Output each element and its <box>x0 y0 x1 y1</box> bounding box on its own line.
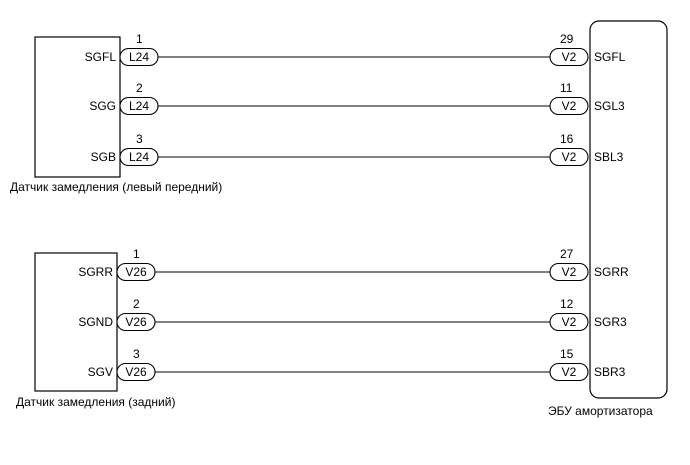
ecu-connector-label: V2 <box>562 315 577 329</box>
sensor-pin-number: 1 <box>136 32 143 46</box>
sensor-pin-number: 3 <box>133 347 140 361</box>
sensor-pin-number: 2 <box>133 297 140 311</box>
ecu-connector <box>549 147 589 167</box>
ecu-pin-name: SGRR <box>594 265 629 279</box>
sensor-pin-number: 1 <box>133 247 140 261</box>
sensor-connector-label: L24 <box>129 99 149 113</box>
sensor-connector-label: L24 <box>129 150 149 164</box>
ecu-pin-number: 11 <box>560 81 573 95</box>
front-sensor-caption: Датчик замедления (левый передний) <box>10 180 222 194</box>
ecu-connector <box>549 362 589 382</box>
ecu-connector <box>549 262 589 282</box>
ecu-caption: ЭБУ амортизатора <box>548 404 653 418</box>
ecu-pin-number: 15 <box>560 347 574 361</box>
ecu-pin-name: SGL3 <box>594 99 625 113</box>
ecu-connector-label: V2 <box>562 50 577 64</box>
sensor-pin-name: SGFL <box>85 50 117 64</box>
ecu-pin-name: SGFL <box>594 50 626 64</box>
sensor-pin-name: SGB <box>91 150 116 164</box>
sensor-connector-label: V26 <box>125 265 147 279</box>
ecu-connector-label: V2 <box>562 265 577 279</box>
ecu-box <box>589 20 668 399</box>
ecu-pin-name: SGR3 <box>594 315 627 329</box>
sensor-pin-number: 2 <box>136 81 143 95</box>
ecu-connector <box>549 96 589 116</box>
ecu-connector <box>549 312 589 332</box>
ecu-pin-number: 16 <box>560 132 574 146</box>
ecu-pin-name: SBL3 <box>594 150 624 164</box>
ecu-pin-number: 12 <box>560 297 574 311</box>
sensor-pin-number: 3 <box>136 132 143 146</box>
sensor-connector-label: V26 <box>125 365 147 379</box>
sensor-pin-name: SGG <box>89 99 116 113</box>
ecu-connector-label: V2 <box>562 150 577 164</box>
sensor-pin-name: SGND <box>78 315 113 329</box>
sensor-pin-name: SGRR <box>78 265 113 279</box>
ecu-connector-label: V2 <box>562 99 577 113</box>
ecu-pin-number: 29 <box>560 32 574 46</box>
ecu-connector-label: V2 <box>562 365 577 379</box>
ecu-pin-number: 27 <box>560 247 574 261</box>
rear-sensor-caption: Датчик замедления (задний) <box>16 395 175 409</box>
sensor-connector-label: V26 <box>125 315 147 329</box>
sensor-pin-name: SGV <box>88 365 113 379</box>
ecu-pin-name: SBR3 <box>594 365 626 379</box>
sensor-connector-label: L24 <box>129 50 149 64</box>
ecu-connector <box>549 47 589 67</box>
